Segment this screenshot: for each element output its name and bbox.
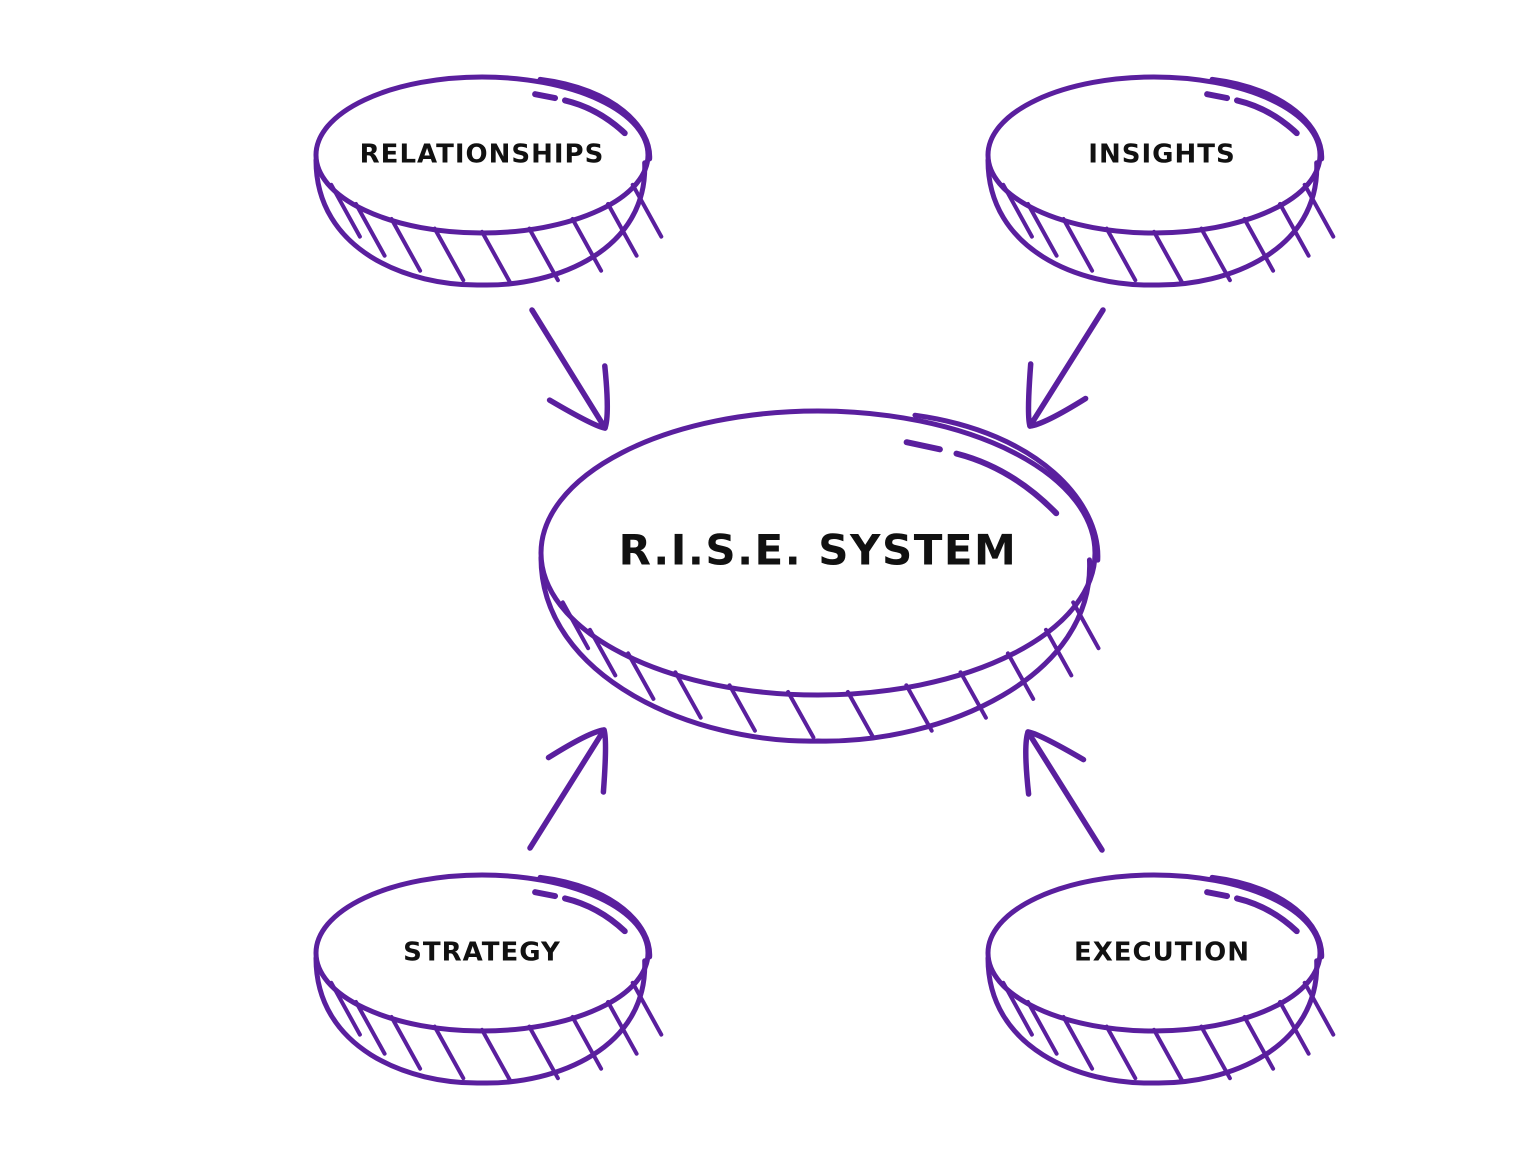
insights-coin-hatch — [1242, 217, 1276, 273]
relationships-coin-shine — [562, 97, 628, 137]
strategy-coin-hatch — [354, 1000, 387, 1056]
center-coin-hatch — [786, 690, 816, 740]
center-coin-shine — [953, 450, 1060, 517]
strategy-coin-hatch — [480, 1027, 513, 1084]
node-execution-label: EXECUTION — [1074, 938, 1250, 968]
insights-coin-hatch — [1104, 226, 1138, 283]
node-insights-label: INSIGHTS — [1088, 140, 1235, 170]
insights-coin-hatch — [1302, 182, 1336, 239]
insights-coin-hatch — [1152, 229, 1185, 286]
arrow-shaft — [1025, 729, 1105, 853]
center-coin-hatch — [904, 683, 934, 733]
coin-icon — [538, 408, 1101, 744]
coin-icon — [985, 872, 1336, 1086]
relationships-coin-hatch — [570, 217, 604, 273]
execution-coin-hatch — [1302, 980, 1336, 1037]
center-coin-hatch — [845, 690, 876, 740]
arrow-icon — [545, 727, 609, 795]
strategy-coin-hatch — [606, 1000, 639, 1056]
execution-coin-hatch — [1199, 1024, 1232, 1081]
node-strategy: STRATEGY — [313, 872, 664, 1086]
center-coin-rim — [538, 555, 1092, 744]
execution-coin-hatch — [1242, 1015, 1276, 1071]
execution-coin-hatch — [1152, 1027, 1185, 1084]
center-coin-hatch — [1044, 627, 1074, 678]
execution-coin-shine — [1234, 895, 1300, 935]
arrow-shaft — [1027, 307, 1106, 429]
strategy-coin-hatch — [527, 1024, 560, 1081]
node-insights: INSIGHTS — [985, 74, 1336, 288]
execution-coin-hatch — [1026, 1000, 1059, 1056]
arrow-insights-to-center — [1025, 307, 1106, 429]
relationships-coin-hatch — [389, 217, 423, 273]
arrow-relationships-to-center — [529, 307, 611, 431]
center-coin-hatch — [958, 670, 988, 720]
execution-coin-face-sketch — [1209, 874, 1325, 960]
center-coin: R.I.S.E. SYSTEM — [538, 408, 1101, 744]
strategy-coin-hatch — [389, 1015, 423, 1071]
center-coin-hatch — [727, 683, 757, 733]
center-coin-face — [538, 408, 1098, 698]
insights-coin-hatch — [1278, 202, 1311, 258]
node-relationships: RELATIONSHIPS — [313, 74, 664, 288]
arrow-shaft — [529, 307, 608, 431]
strategy-coin-hatch — [630, 980, 664, 1037]
center-label: R.I.S.E. SYSTEM — [619, 526, 1018, 575]
arrow-icon — [546, 363, 611, 431]
center-coin-face-sketch — [912, 412, 1101, 563]
node-strategy-label: STRATEGY — [403, 938, 561, 968]
strategy-coin-hatch — [570, 1015, 604, 1071]
relationships-coin-shine — [532, 91, 559, 102]
relationships-coin-hatch — [527, 226, 560, 283]
coin-icon — [313, 872, 664, 1086]
center-coin-hatch — [1071, 600, 1101, 651]
insights-coin-shine — [1204, 91, 1231, 102]
coin-icon — [313, 74, 664, 288]
arrow-shaft — [527, 727, 607, 851]
relationships-coin-face-sketch — [537, 76, 653, 162]
center-coin-hatch — [1005, 651, 1036, 701]
insights-coin-hatch — [1026, 202, 1059, 258]
coin-icon — [985, 74, 1336, 288]
insights-coin-shine — [1234, 97, 1300, 137]
execution-coin-shine — [1204, 889, 1231, 900]
relationships-coin-hatch — [354, 202, 387, 258]
strategy-coin-shine — [532, 889, 559, 900]
center-coin-shine — [903, 439, 943, 453]
center-coin-hatch — [673, 670, 703, 720]
insights-coin-hatch — [1061, 217, 1095, 273]
execution-coin-hatch — [1104, 1024, 1138, 1081]
relationships-coin-hatch — [606, 202, 639, 258]
arrow-strategy-to-center — [527, 727, 609, 851]
strategy-coin-shine — [562, 895, 628, 935]
execution-coin-hatch — [1278, 1000, 1311, 1056]
execution-coin-hatch — [1061, 1015, 1095, 1071]
insights-coin-face-sketch — [1209, 76, 1325, 162]
relationships-coin-hatch — [630, 182, 664, 239]
node-execution: EXECUTION — [985, 872, 1336, 1086]
arrow-icon — [1025, 361, 1089, 429]
arrow-execution-to-center — [1023, 729, 1105, 853]
insights-coin-hatch — [1199, 226, 1232, 283]
strategy-coin-hatch — [432, 1024, 466, 1081]
relationships-coin-hatch — [432, 226, 466, 283]
node-relationships-label: RELATIONSHIPS — [360, 140, 605, 170]
strategy-coin-face-sketch — [537, 874, 653, 960]
arrow-icon — [1023, 729, 1087, 797]
relationships-coin-hatch — [480, 229, 513, 286]
